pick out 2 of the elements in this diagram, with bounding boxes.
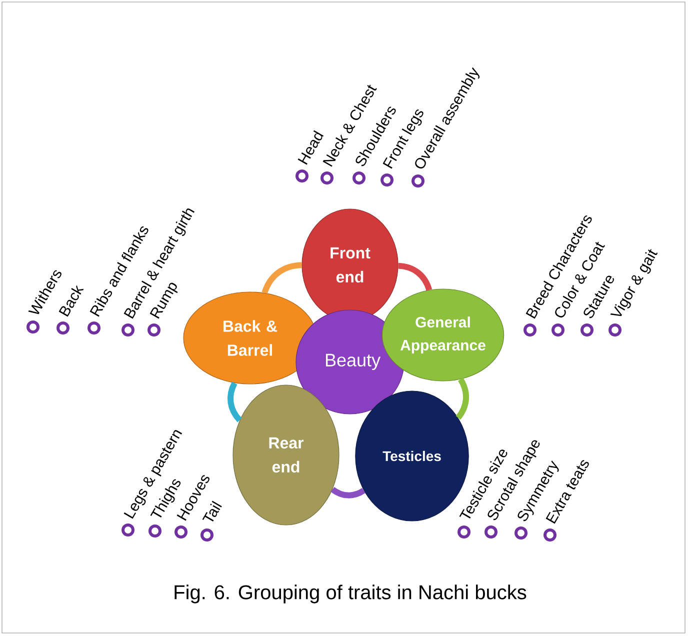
- ring-segment: [262, 262, 302, 294]
- caption: Fig. 6. Grouping of traits in Nachi bucks: [174, 584, 526, 604]
